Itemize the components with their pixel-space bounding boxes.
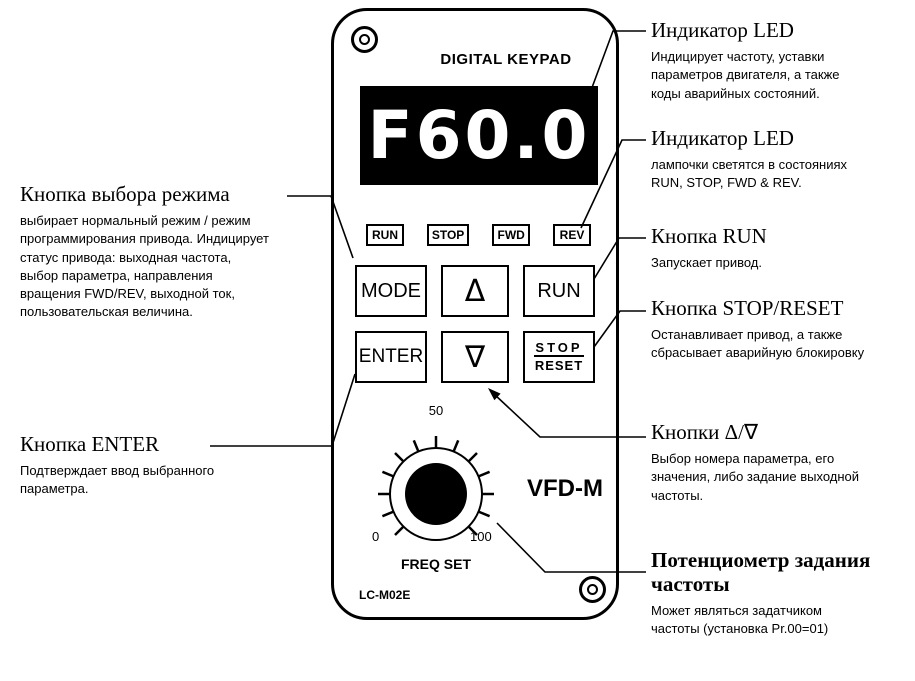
status-indicator-row: RUN STOP FWD REV	[366, 224, 591, 246]
screw-hole-inner	[587, 584, 598, 595]
annotation-body: Выбор номера параметра, его значения, ли…	[651, 451, 860, 503]
status-indicator-rev: REV	[553, 224, 591, 246]
stop-reset-button[interactable]: STOP RESET	[523, 331, 595, 383]
annotation-up-down-buttons: Кнопки Δ/∇ Выбор номера параметра, его з…	[651, 420, 909, 505]
status-indicator-stop: STOP	[426, 224, 470, 246]
keypad-title: DIGITAL KEYPAD	[440, 51, 572, 68]
annotation-frequency-potentiometer: Потенциометр задания частоты Может являт…	[651, 548, 899, 639]
annotation-body: лампочки светятся в состояниях RUN, STOP…	[651, 157, 848, 191]
reset-label: RESET	[534, 358, 584, 373]
annotation-title: Кнопка STOP/RESET	[651, 296, 844, 320]
model-label: VFD-M	[527, 475, 603, 502]
screw-hole-bottom	[579, 576, 606, 603]
annotation-body: Запускает привод.	[651, 255, 762, 271]
led-display: F60.0	[360, 86, 598, 185]
annotation-enter-button: Кнопка ENTER Подтверждает ввод выбранног…	[20, 432, 260, 499]
down-arrow-button[interactable]: ∇	[441, 331, 509, 383]
mode-button[interactable]: MODE	[355, 265, 427, 317]
annotation-title: Кнопка RUN	[651, 224, 767, 248]
stop-label: STOP	[534, 340, 584, 357]
annotation-body: Подтверждает ввод выбранного параметра.	[20, 463, 215, 497]
annotation-body: Останавливает привод, а также сбрасывает…	[651, 327, 865, 361]
knob-scale-0: 0	[372, 529, 380, 544]
status-indicator-fwd: FWD	[492, 224, 531, 246]
annotation-title: Потенциометр задания частоты	[651, 548, 871, 597]
run-button[interactable]: RUN	[523, 265, 595, 317]
annotation-body: Индицирует частоту, уставки параметров д…	[651, 49, 840, 101]
annotation-stop-reset-button: Кнопка STOP/RESET Останавливает привод, …	[651, 296, 909, 363]
knob-scale-50: 50	[428, 403, 444, 418]
knob-cap	[405, 463, 467, 525]
annotation-title: Кнопки Δ/∇	[651, 420, 759, 444]
screw-hole-inner	[359, 34, 370, 45]
enter-button[interactable]: ENTER	[355, 331, 427, 383]
freq-set-label: FREQ SET	[400, 556, 471, 572]
screw-hole-top	[351, 26, 378, 53]
annotation-title: Кнопка выбора режима	[20, 182, 230, 206]
status-indicator-run: RUN	[366, 224, 404, 246]
annotation-mode-button: Кнопка выбора режима выбирает нормальный…	[20, 182, 315, 321]
annotation-body: выбирает нормальный режим / режим програ…	[20, 213, 269, 320]
annotation-title: Индикатор LED	[651, 18, 794, 42]
up-arrow-button[interactable]: Δ	[441, 265, 509, 317]
annotation-run-button: Кнопка RUN Запускает привод.	[651, 224, 901, 272]
keypad-panel: DIGITAL KEYPAD F60.0 RUN STOP FWD REV MO…	[331, 8, 619, 620]
annotation-body: Может являться задатчиком частоты (устан…	[651, 603, 829, 637]
board-part-number: LC-M02E	[359, 588, 411, 602]
annotation-led-display: Индикатор LED Индицирует частоту, уставк…	[651, 18, 909, 103]
display-value: F60.0	[367, 97, 591, 174]
knob-ticks	[378, 436, 494, 536]
annotation-title: Индикатор LED	[651, 126, 794, 150]
knob-scale-100: 100	[470, 529, 492, 544]
freq-set-knob[interactable]	[366, 424, 506, 564]
annotation-led-indicators: Индикатор LED лампочки светятся в состоя…	[651, 126, 913, 193]
annotation-title: Кнопка ENTER	[20, 432, 160, 456]
